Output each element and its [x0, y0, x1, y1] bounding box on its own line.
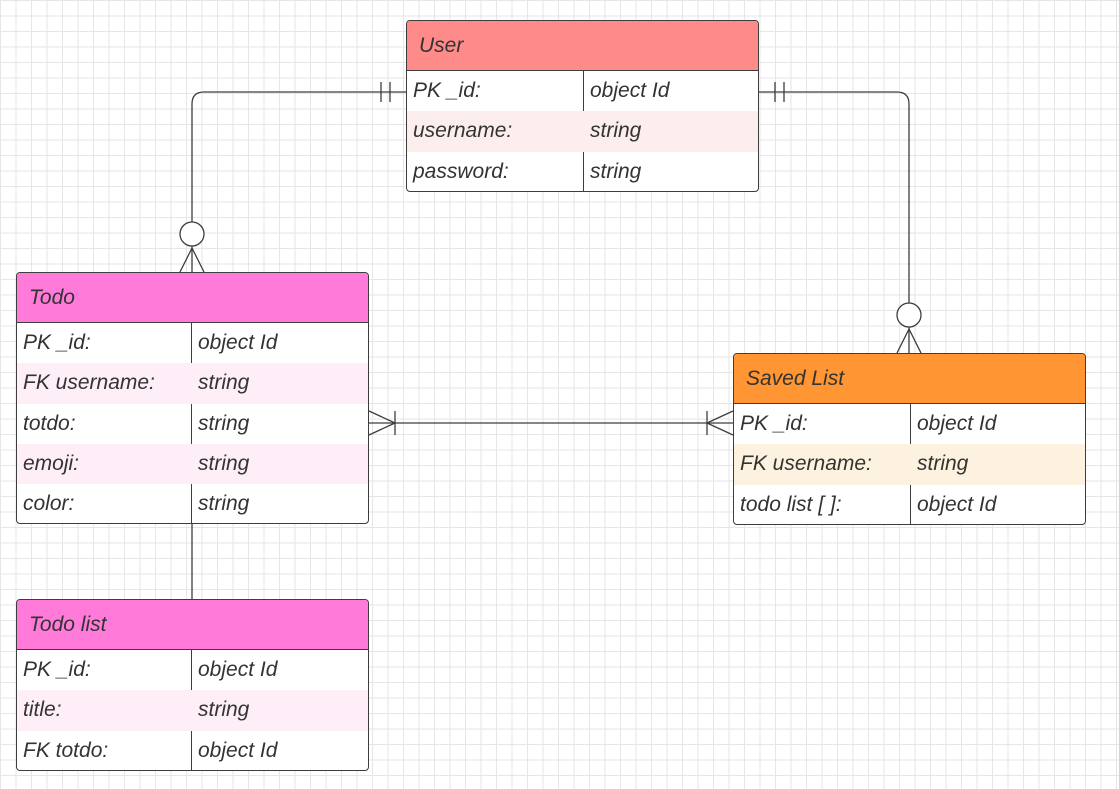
crowsfoot-many-saved-side-bottom [706, 422, 734, 436]
entity-row: emoji: string [17, 443, 368, 485]
field-name: FK totdo: [23, 738, 109, 762]
crowsfoot-many-saved-side-top [706, 410, 734, 424]
field-name: totdo: [23, 411, 76, 435]
field-name: password: [413, 159, 509, 183]
entity-row: color: string [17, 484, 368, 523]
entity-title: Saved List [746, 366, 845, 390]
entity-row: password: string [407, 152, 758, 191]
field-type: string [590, 119, 642, 143]
entity-todo-list[interactable]: Todo list PK _id: object Id title: strin… [16, 599, 369, 771]
entity-row: FK totdo: object Id [17, 731, 368, 770]
field-type: object Id [917, 492, 997, 516]
entity-body: PK _id: object Id FK username: string to… [17, 323, 368, 523]
column-divider [191, 323, 192, 523]
field-name: color: [23, 492, 75, 516]
field-type: string [590, 159, 642, 183]
entity-row: PK _id: object Id [17, 650, 368, 690]
entity-row: PK _id: object Id [734, 404, 1085, 444]
entity-row: totdo: string [17, 404, 368, 444]
entity-row: username: string [407, 111, 758, 152]
field-type: object Id [198, 331, 278, 355]
entity-row: title: string [17, 690, 368, 731]
crowsfoot-many-todo-left [179, 247, 193, 273]
entity-user[interactable]: User PK _id: object Id username: string … [406, 20, 759, 192]
entity-title: Todo [29, 285, 75, 309]
field-type: string [198, 492, 250, 516]
field-type: string [917, 452, 969, 476]
entity-row: PK _id: object Id [407, 71, 758, 111]
entity-header: Todo [17, 273, 368, 323]
field-type: string [198, 452, 250, 476]
entity-row: PK _id: object Id [17, 323, 368, 363]
field-name: FK username: [740, 452, 872, 476]
field-name: emoji: [23, 452, 80, 476]
field-name: todo list [ ]: [740, 492, 842, 516]
entity-header: Todo list [17, 600, 368, 650]
entity-title: Todo list [29, 612, 107, 636]
field-type: object Id [198, 658, 278, 682]
entity-row: todo list [ ]: object Id [734, 485, 1085, 524]
crowsfoot-many-todo-side-bottom [368, 422, 396, 436]
field-type: object Id [590, 79, 670, 103]
crowsfoot-many-saved-right [908, 328, 922, 354]
field-type: string [198, 411, 250, 435]
entity-header: User [407, 21, 758, 71]
entity-row: FK username: string [17, 363, 368, 404]
crowsfoot-zero-circle-saved-list [896, 302, 922, 328]
crowsfoot-many-todo-right [191, 247, 205, 273]
field-type: object Id [917, 412, 997, 436]
field-name: PK _id: [23, 658, 91, 682]
entity-body: PK _id: object Id FK username: string to… [734, 404, 1085, 524]
field-name: username: [413, 119, 513, 143]
field-type: string [198, 698, 250, 722]
entity-header: Saved List [734, 354, 1085, 404]
field-name: FK username: [23, 371, 155, 395]
crowsfoot-zero-circle-todo [179, 221, 205, 247]
entity-body: PK _id: object Id username: string passw… [407, 71, 758, 191]
entity-body: PK _id: object Id title: string FK totdo… [17, 650, 368, 770]
entity-row: FK username: string [734, 444, 1085, 485]
connector-user-saved-list [759, 91, 910, 353]
field-name: PK _id: [413, 79, 481, 103]
connector-user-todo [191, 91, 406, 272]
entity-todo[interactable]: Todo PK _id: object Id FK username: stri… [16, 272, 369, 524]
field-name: PK _id: [23, 331, 91, 355]
entity-title: User [419, 33, 464, 57]
field-name: PK _id: [740, 412, 808, 436]
entity-saved-list[interactable]: Saved List PK _id: object Id FK username… [733, 353, 1086, 525]
field-type: object Id [198, 738, 278, 762]
field-name: title: [23, 698, 62, 722]
crowsfoot-many-saved-left [896, 328, 910, 354]
crowsfoot-many-todo-side-top [368, 410, 396, 424]
field-type: string [198, 371, 250, 395]
